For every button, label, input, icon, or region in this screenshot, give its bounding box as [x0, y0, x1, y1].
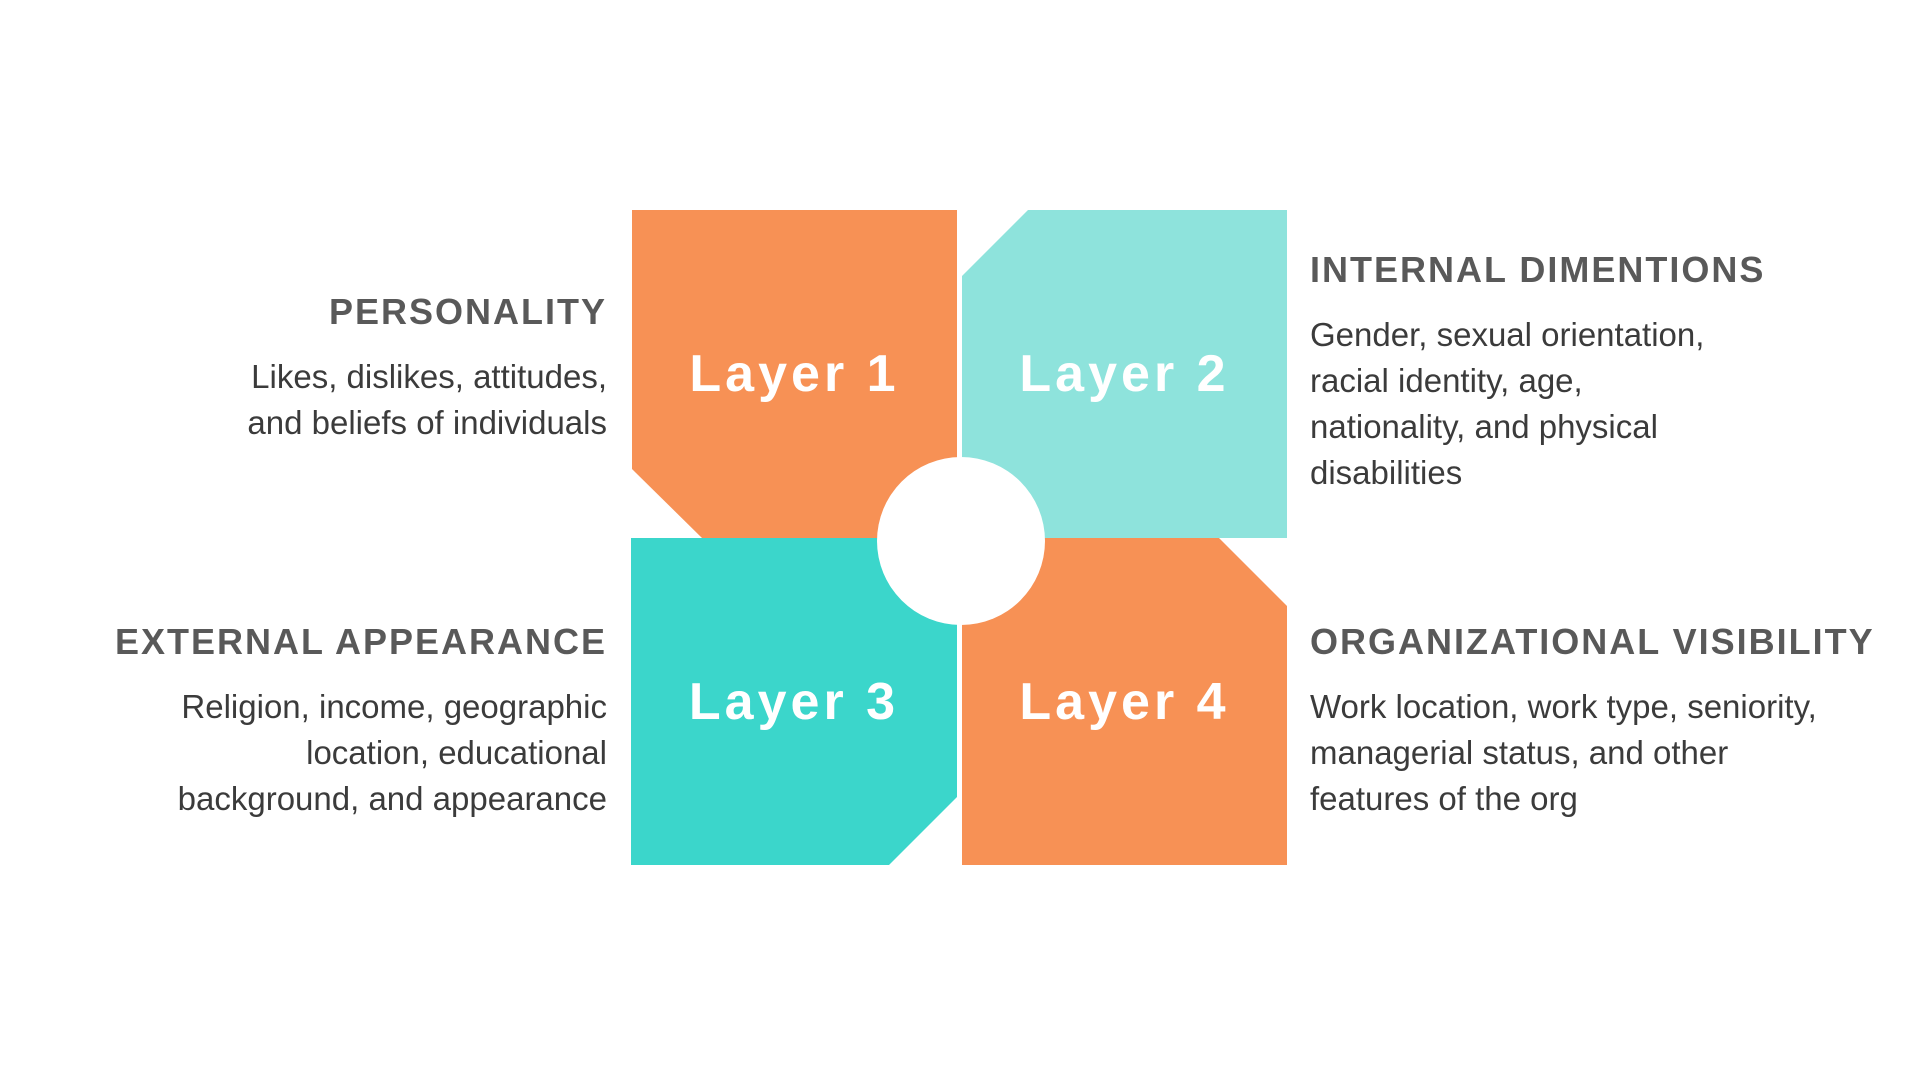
layer1-shape: Layer 1 — [632, 210, 957, 538]
organizational-visibility-line-2: managerial status, and other — [1310, 734, 1729, 771]
external-appearance-line-2: location, educational — [306, 734, 607, 771]
external-appearance-heading: EXTERNAL APPEARANCE — [114, 621, 607, 662]
layer4-label: Layer 4 — [1019, 672, 1230, 731]
layer3-label: Layer 3 — [688, 672, 900, 731]
personality-line-2: and beliefs of individuals — [247, 404, 607, 441]
layer1-label: Layer 1 — [689, 345, 900, 403]
layer2-label: Layer 2 — [1019, 345, 1230, 403]
external-appearance-line-3: background, and appearance — [177, 780, 607, 817]
organizational-visibility-heading: ORGANIZATIONAL VISIBILITY — [1310, 621, 1875, 662]
external-appearance-line-1: Religion, income, geographic — [181, 688, 607, 725]
center-circle — [877, 457, 1045, 625]
organizational-visibility-block: ORGANIZATIONAL VISIBILITY Work location,… — [1310, 620, 1875, 822]
internal-dimensions-block: INTERNAL DIMENTIONS Gender, sexual orien… — [1310, 248, 1765, 496]
personality-heading: PERSONALITY — [328, 291, 607, 332]
organizational-visibility-line-3: features of the org — [1310, 780, 1578, 817]
organizational-visibility-line-1: Work location, work type, seniority, — [1310, 688, 1817, 725]
personality-line-1: Likes, dislikes, attitudes, — [251, 358, 607, 395]
internal-dimensions-line-2: racial identity, age, — [1310, 362, 1583, 399]
external-appearance-block: EXTERNAL APPEARANCE Religion, income, ge… — [115, 620, 607, 822]
internal-dimensions-line-1: Gender, sexual orientation, — [1310, 316, 1705, 353]
internal-dimensions-line-4: disabilities — [1310, 454, 1463, 491]
internal-dimensions-heading: INTERNAL DIMENTIONS — [1310, 249, 1766, 290]
layer3-shape: Layer 3 — [631, 538, 957, 865]
internal-dimensions-line-3: nationality, and physical — [1310, 408, 1658, 445]
personality-block: PERSONALITY Likes, dislikes, attitudes, … — [247, 290, 607, 446]
